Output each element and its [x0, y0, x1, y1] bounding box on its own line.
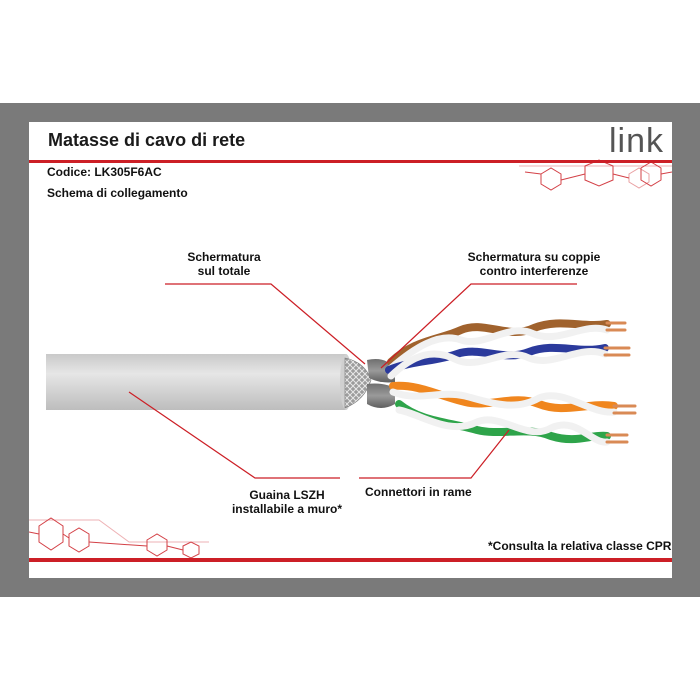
section-subtitle: Schema di collegamento	[47, 186, 188, 200]
product-code: Codice: LK305F6AC	[47, 165, 162, 179]
leader-lines	[128, 283, 577, 479]
leader-overall-shield	[165, 283, 366, 365]
leader-jacket	[128, 391, 340, 479]
callout-pair-shield: Schermatura su coppie contro interferenz…	[454, 250, 614, 278]
callout-jacket: Guaina LSZH installabile a muro*	[212, 488, 362, 516]
hexagon-decoration-top	[519, 159, 672, 191]
header-divider	[29, 160, 672, 163]
footnote: *Consulta la relativa classe CPR	[488, 539, 672, 553]
footer-divider	[29, 558, 672, 562]
callout-overall-shield-line1: Schermatura	[187, 250, 261, 264]
leader-conductors	[359, 429, 510, 479]
page-title: Matasse di cavo di rete	[48, 130, 246, 150]
callout-overall-shield-line2: sul totale	[197, 264, 251, 278]
callout-conductors: Connettori in rame	[365, 485, 472, 499]
cable-jacket	[46, 354, 352, 410]
product-card: Matasse di cavo di rete link Codice: LK3…	[29, 122, 672, 578]
twisted-pair-blue	[385, 343, 631, 380]
twisted-pair-brown	[387, 319, 627, 372]
leader-pair-shield	[380, 283, 577, 369]
cable-illustration	[29, 159, 672, 562]
twisted-pair-orange	[389, 381, 637, 416]
callout-overall-shield: Schermatura sul totale	[169, 250, 279, 278]
overall-braid-shield	[344, 357, 372, 409]
hexagon-decoration-bottom	[29, 517, 209, 559]
brand-logo: link	[608, 122, 664, 160]
callout-jacket-line2: installabile a muro*	[231, 502, 343, 516]
callout-pair-shield-line1: Schermatura su coppie	[467, 250, 601, 264]
callout-pair-shield-line2: contro interferenze	[479, 264, 589, 278]
twisted-pair-green	[395, 400, 629, 446]
callout-jacket-line1: Guaina LSZH	[249, 488, 325, 502]
